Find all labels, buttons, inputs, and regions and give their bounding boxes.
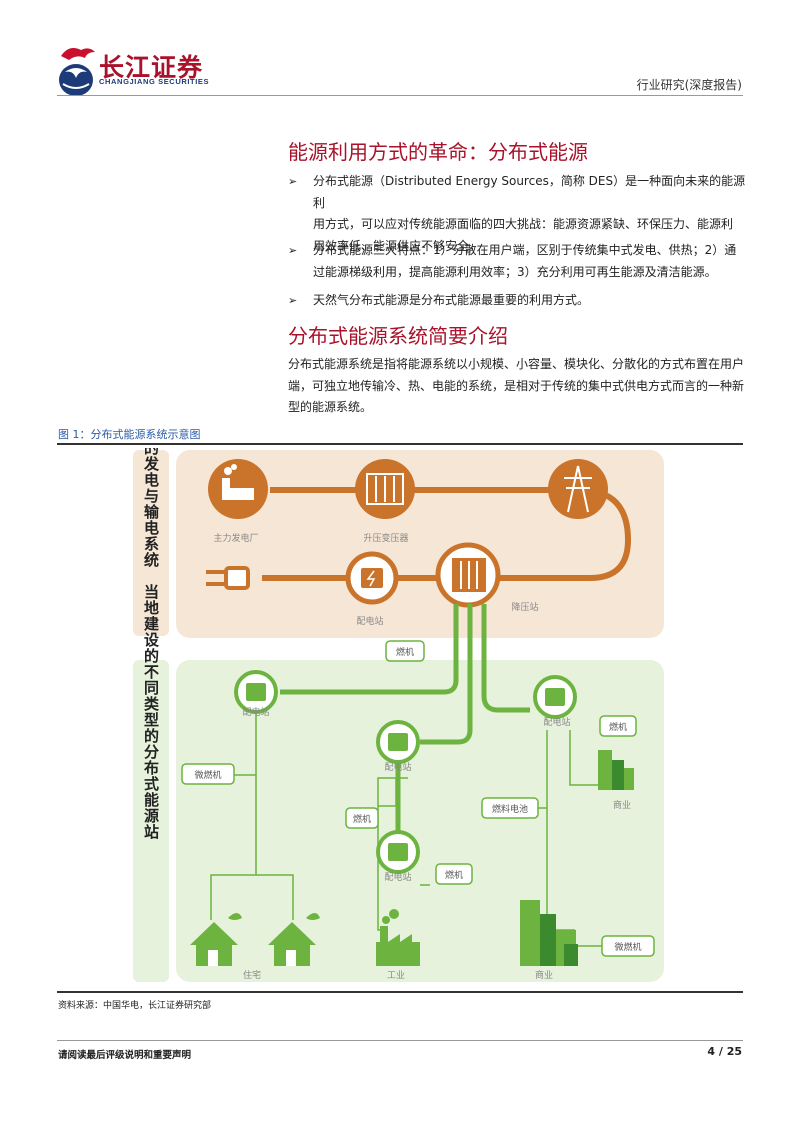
page-number: 4 / 25 xyxy=(707,1045,742,1058)
footer-divider xyxy=(57,1040,743,1041)
gas-engine-bottom-label: 燃机 xyxy=(445,869,463,881)
brand-name-en: CHANGJIANG SECURITIES xyxy=(99,77,210,86)
bullet-item-1: ➢ 分布式能源（Distributed Energy Sources，简称 DE… xyxy=(288,171,748,257)
intro-paragraph: 分布式能源系统是指将能源系统以小规模、小容量、模块化、分散化的方式布置在用户 端… xyxy=(288,354,748,419)
bullet-item-2: ➢ 分布式能源三大特点：1）分散在用户端，区别于传统集中式发电、供热；2）通 过… xyxy=(288,240,748,283)
bullet-line: 用效率低、能源供应不够安全。 xyxy=(313,238,482,253)
plug-icon xyxy=(206,566,250,590)
bullet-arrow-icon: ➢ xyxy=(288,244,298,257)
factory-icon xyxy=(376,909,420,966)
bullet-line: 用方式，可以应对传统能源面临的四大挑战：能源资源紧缺、环保压力、能源利 xyxy=(313,217,734,231)
micro-turbine-label: 微燃机 xyxy=(194,769,221,781)
dist-bottom-label: 配电站 xyxy=(384,871,411,883)
figure-bottom-rule xyxy=(57,991,743,993)
dist-left-label: 配电站 xyxy=(242,706,269,718)
distribution-station-icon xyxy=(234,670,278,714)
industry-label: 工业 xyxy=(387,970,405,981)
figure-caption: 图 1：分布式能源系统示意图 xyxy=(58,428,201,441)
header-divider xyxy=(57,95,743,96)
bullet-arrow-icon: ➢ xyxy=(288,175,298,188)
bullet-item-3: ➢ 天然气分布式能源是分布式能源最重要的利用方式。 xyxy=(288,290,748,312)
des-diagram: 远方电厂的发电与输电系统 当地建设的不同类型的分布式能源站 主力发电厂 升压变压… xyxy=(133,448,664,982)
local-label-bg xyxy=(133,660,169,982)
dist-right-label: 配电站 xyxy=(543,716,570,728)
bullet-line: 天然气分布式能源是分布式能源最重要的利用方式。 xyxy=(313,293,590,307)
commerce-bottom-label: 商业 xyxy=(535,969,553,981)
paragraph-line: 型的能源系统。 xyxy=(288,400,373,414)
remote-label-bg xyxy=(133,450,169,636)
bullet-arrow-icon: ➢ xyxy=(288,294,298,307)
logo-emblem-icon xyxy=(59,48,95,96)
bullet-line: 过能源梯级利用，提高能源利用效率；3）充分利用可再生能源及清洁能源。 xyxy=(313,264,717,279)
micro-turbine-right-label: 微燃机 xyxy=(614,941,641,953)
power-plant-label: 主力发电厂 xyxy=(213,532,258,544)
distribution-station-icon xyxy=(376,830,420,874)
step-up-label: 升压变压器 xyxy=(363,532,408,544)
remote-system-panel xyxy=(176,450,664,638)
section-title-intro: 分布式能源系统简要介绍 xyxy=(288,324,508,348)
step-down-label: 降压站 xyxy=(511,601,538,613)
dist-mid-label: 配电站 xyxy=(384,761,411,773)
house-icon xyxy=(190,913,242,966)
company-logo: 长江证券 CHANGJIANG SECURITIES xyxy=(55,42,245,100)
figure-top-rule xyxy=(57,443,743,445)
commerce-right-label: 商业 xyxy=(613,799,631,811)
bullet-line: 分布式能源（Distributed Energy Sources，简称 DES）… xyxy=(313,174,746,210)
brand-name: 长江证券 xyxy=(99,53,204,82)
fuel-cell-label: 燃料电池 xyxy=(492,803,528,815)
distribution-station-icon xyxy=(533,675,577,719)
paragraph-line: 分布式能源系统是指将能源系统以小规模、小容量、模块化、分散化的方式布置在用户 xyxy=(288,357,745,371)
distribution-station-icon xyxy=(376,720,420,764)
footer-disclaimer: 请阅读最后评级说明和重要声明 xyxy=(58,1050,192,1061)
dist-top-label: 配电站 xyxy=(356,615,383,627)
gas-engine-mid-label: 燃机 xyxy=(353,813,371,825)
residential-label: 住宅 xyxy=(243,969,261,981)
gas-engine-right-label: 燃机 xyxy=(609,721,627,733)
house-icon xyxy=(268,913,320,966)
bullet-line: 分布式能源三大特点：1）分散在用户端，区别于传统集中式发电、供热；2）通 xyxy=(313,243,737,257)
green-feed-lines xyxy=(280,604,530,840)
paragraph-line: 端，可独立地传输冷、热、电能的系统，是相对于传统的集中式供电方式而言的一种新 xyxy=(288,378,745,393)
section-title-revolution: 能源利用方式的革命：分布式能源 xyxy=(288,140,588,164)
local-system-panel xyxy=(176,660,664,982)
remote-system-label: 远方电厂的发电与输电系统 xyxy=(142,448,160,568)
report-category: 行业研究(深度报告) xyxy=(636,78,742,92)
figure-source: 资料来源：中国华电，长江证券研究部 xyxy=(58,1001,212,1011)
gas-engine-label: 燃机 xyxy=(396,646,414,658)
local-system-label: 当地建设的不同类型的分布式能源站 xyxy=(142,583,160,840)
commercial-building-icon xyxy=(520,900,578,966)
